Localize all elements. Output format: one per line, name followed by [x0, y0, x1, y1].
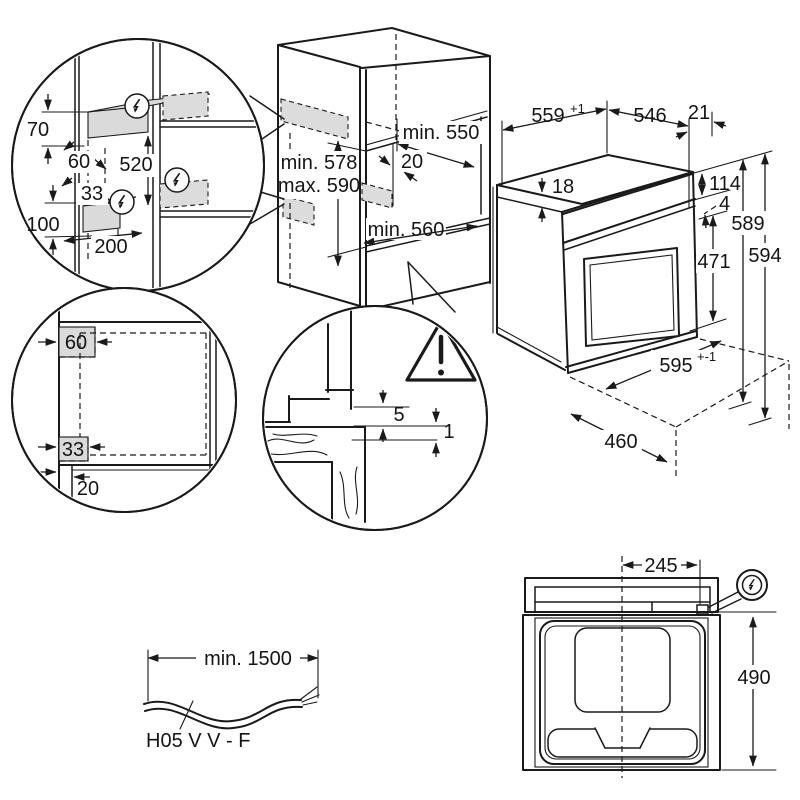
dim-electrical-100: 100	[26, 214, 59, 236]
dim-plinth-1: 1	[443, 421, 454, 443]
dim-electrical-200: 200	[94, 236, 127, 258]
dim-front-overhang: 21	[688, 102, 710, 124]
dim-niche-33: 33	[62, 439, 84, 461]
oven-top-view: 245 490	[522, 554, 777, 778]
dim-plinth-5: 5	[393, 404, 404, 426]
dim-cutout-width-tolerance: +1	[570, 101, 585, 116]
dim-electrical-70: 70	[27, 119, 49, 141]
junction-box-top-hidden	[162, 91, 209, 121]
oven-isometric: 559 +1 546 21 18 114 4 589 594 471	[492, 100, 790, 477]
dim-cable-length: min. 1500	[204, 648, 292, 670]
dim-niche-depth-bottom: min. 560	[368, 219, 445, 241]
electric-connection-icon	[708, 569, 768, 614]
dim-panel-height: 114	[709, 173, 741, 195]
mains-cable-drawing: min. 1500 H05 V V - F	[143, 645, 320, 752]
dim-niche-height-max: max. 590	[278, 175, 360, 197]
electric-connection-icon	[164, 167, 190, 193]
dim-electrical-33: 33	[81, 183, 103, 205]
dim-cutout-width: 559	[531, 105, 564, 127]
clearance-block-33	[58, 436, 89, 462]
control-panel-band	[562, 198, 696, 244]
dim-gap-4: 4	[719, 193, 730, 215]
connection-box-niche-wall	[361, 182, 393, 209]
dim-width-595-tolerance: +-1	[697, 349, 716, 364]
dim-niche-20: 20	[77, 478, 99, 500]
dim-oven-width: 546	[633, 105, 666, 127]
dim-niche-60: 60	[65, 332, 87, 354]
dim-height-589: 589	[731, 213, 764, 235]
electric-connection-icon	[124, 93, 150, 119]
dim-top-recess: 18	[552, 176, 574, 198]
oven-door-window	[583, 247, 680, 347]
callout-wedge-plinth	[407, 261, 456, 313]
dim-width-595: 595	[659, 355, 692, 377]
clearance-block-60	[58, 326, 96, 358]
dim-niche-depth-top: min. 550	[403, 122, 480, 144]
cable-line	[143, 698, 302, 723]
dim-door-height-471: 471	[697, 251, 730, 273]
dim-niche-gap-20: 20	[401, 151, 423, 173]
dim-connection-offset-245: 245	[644, 555, 677, 577]
cable-type-label: H05 V V - F	[146, 730, 250, 752]
detail-circle-plinth-section: 5 1	[262, 305, 488, 531]
cabinet-isometric: min. 578 max. 590 min. 550 20 min. 560	[242, 27, 491, 313]
dim-connection-depth-490: 490	[737, 667, 770, 689]
warning-icon	[405, 319, 477, 382]
dim-niche-height-min: min. 578	[281, 152, 358, 174]
dim-electrical-520: 520	[119, 154, 152, 176]
detail-circle-electrical: 70 60 520 33 100 200	[11, 38, 265, 292]
dim-electrical-60: 60	[68, 151, 90, 173]
electric-connection-icon	[109, 189, 135, 215]
connection-box-panel-top	[280, 98, 349, 140]
detail-circle-niche-front: 60 33 20	[11, 287, 237, 513]
connection-box-top-view	[696, 604, 709, 615]
dim-height-594: 594	[748, 245, 781, 267]
dim-depth-460: 460	[604, 431, 637, 453]
connection-box-panel-bottom	[282, 195, 315, 226]
